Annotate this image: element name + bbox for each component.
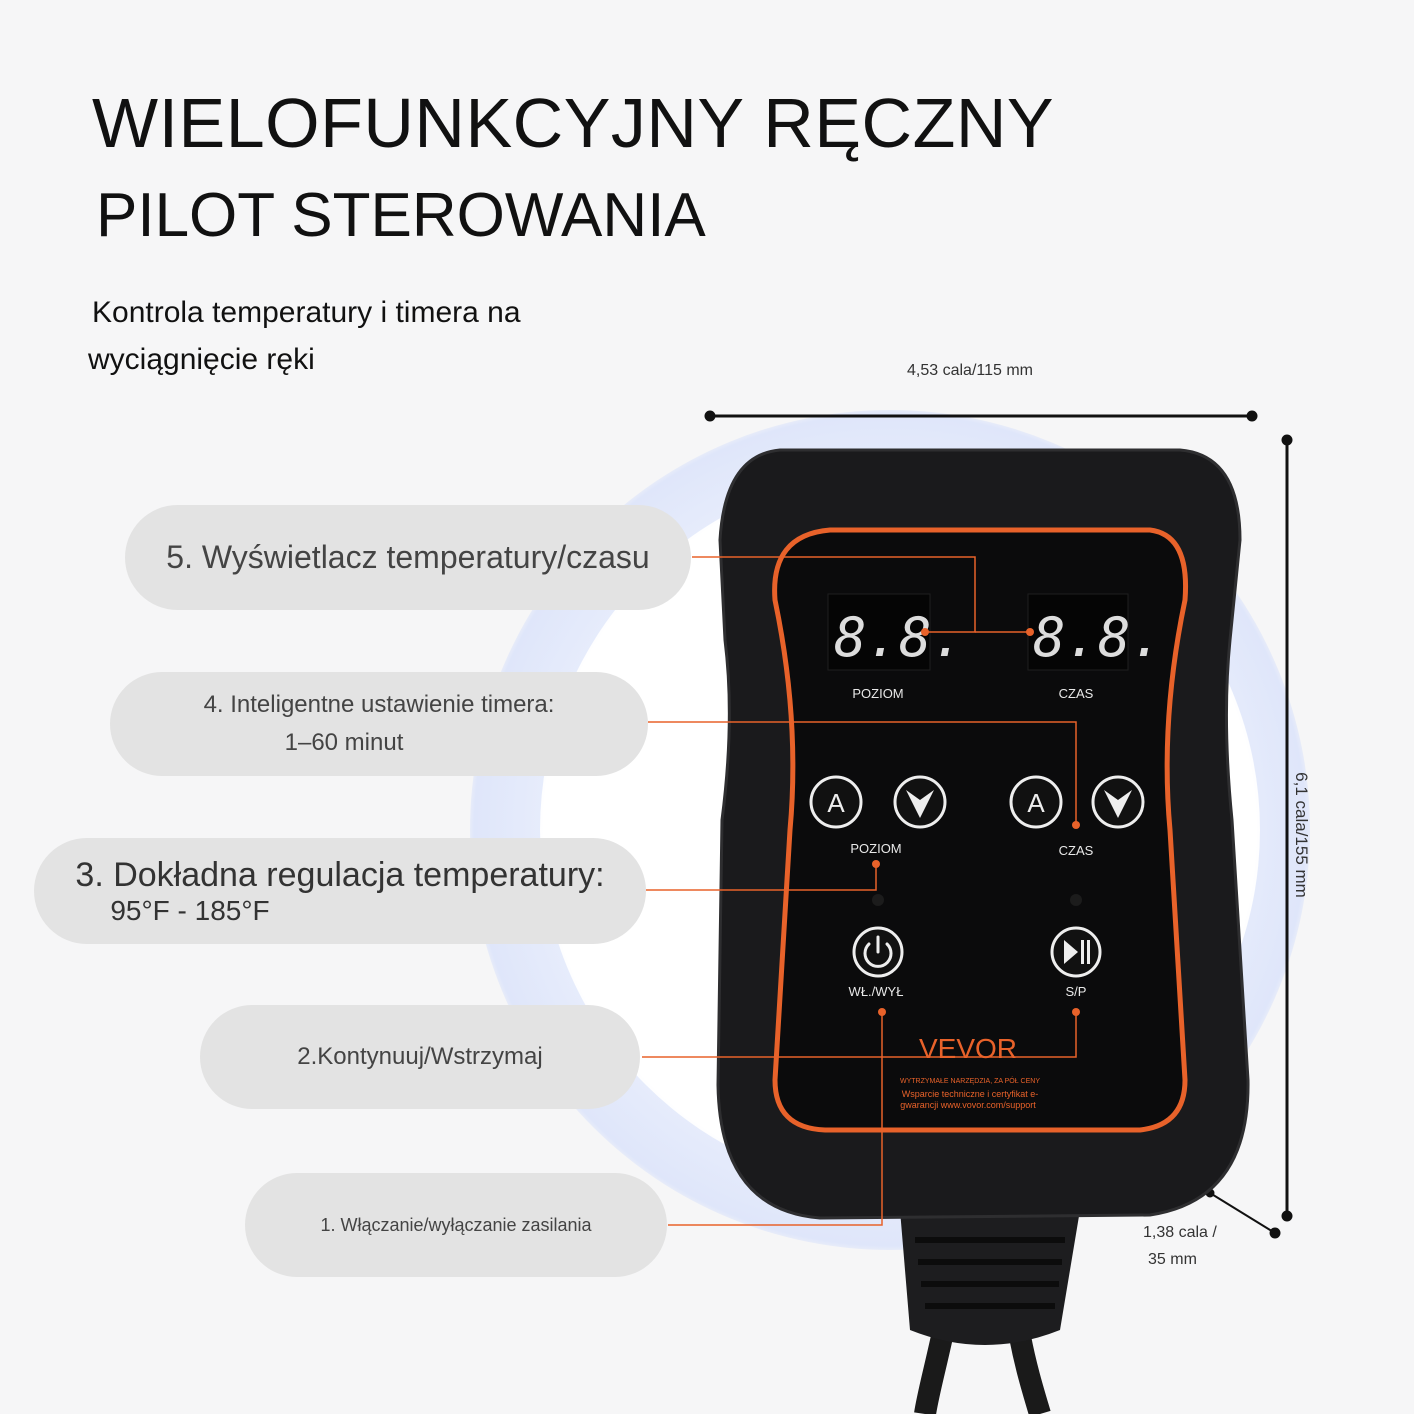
level-up-button[interactable]: A: [809, 775, 863, 829]
power-button[interactable]: [852, 926, 904, 978]
down-arrow-icon: [906, 790, 934, 818]
callout-dots: [872, 628, 1080, 1016]
status-led-right: [1070, 894, 1082, 906]
depth-dimension-label-1: 1,38 cala /: [1143, 1224, 1217, 1241]
level-down-button[interactable]: [893, 775, 947, 829]
subtitle-line-1: Kontrola temperatury i timera na: [92, 296, 521, 329]
time-down-button[interactable]: [1091, 775, 1145, 829]
title-line-2: PILOT STEROWANIA: [96, 181, 706, 250]
callout-temperature-line-2: 95°F - 185°F: [110, 894, 270, 926]
callout-power-text: 1. Włączanie/wyłączanie zasilania: [320, 1214, 592, 1235]
device-face: [772, 527, 1189, 1133]
subtitle-line-2: wyciągnięcie ręki: [88, 343, 315, 376]
callout-display: 5. Wyświetlacz temperatury/czasu: [125, 505, 691, 610]
brand-logo: VEVOR: [919, 1033, 1017, 1064]
display-right-digits: 8.8.: [1033, 606, 1163, 669]
display-left-digits: 8.8.: [834, 606, 964, 669]
display-right: 8.8.: [1027, 593, 1163, 671]
down-arrow-icon: [1104, 790, 1132, 818]
power-icon: [863, 935, 893, 968]
callout-temperature: 3. Dokładna regulacja temperatury: 95°F …: [34, 838, 646, 944]
callout-leader-lines: [642, 556, 1077, 1226]
callout-timer: 4. Inteligentne ustawienie timera: 1–60 …: [110, 672, 648, 776]
up-arrow-icon: A: [827, 788, 845, 818]
depth-dimension-label-2: 35 mm: [1148, 1251, 1197, 1268]
callout-display-text: 5. Wyświetlacz temperatury/czasu: [166, 539, 650, 575]
title-line-1: WIELOFUNKCYJNY RĘCZNY: [92, 84, 1055, 162]
width-dimension-label: 4,53 cala/115 mm: [907, 362, 1033, 379]
power-label: WŁ./WYŁ: [849, 984, 904, 999]
callout-temperature-line-1: 3. Dokładna regulacja temperatury:: [75, 855, 605, 894]
play-pause-button[interactable]: [1050, 926, 1102, 978]
callout-timer-line-2: 1–60 minut: [284, 729, 404, 756]
fine-print-1: WYTRZYMAŁE NARZĘDZIA, ZA PÓŁ CENY: [900, 1076, 1040, 1085]
device-cables: [900, 1210, 1080, 1414]
display-right-label: CZAS: [1059, 686, 1094, 701]
up-arrow-icon: A: [1027, 788, 1045, 818]
callout-continue-pause-text: 2.Kontynuuj/Wstrzymaj: [297, 1043, 543, 1070]
fine-print-2: Wsparcie techniczne i certyfikat e-: [902, 1089, 1039, 1099]
status-led-left: [872, 894, 884, 906]
play-pause-icon: [1064, 940, 1090, 964]
fine-print-3: gwarancji www.vovor.com/support: [900, 1100, 1036, 1110]
time-up-button[interactable]: A: [1009, 775, 1063, 829]
buttons-right-label: CZAS: [1059, 843, 1094, 858]
callout-power: 1. Włączanie/wyłączanie zasilania: [245, 1173, 667, 1277]
display-left: 8.8.: [827, 593, 964, 671]
callout-timer-line-1: 4. Inteligentne ustawienie timera:: [203, 691, 555, 718]
buttons-left-label: POZIOM: [850, 841, 901, 856]
callout-continue-pause: 2.Kontynuuj/Wstrzymaj: [200, 1005, 640, 1109]
play-pause-label: S/P: [1066, 984, 1087, 999]
display-left-label: POZIOM: [852, 686, 903, 701]
